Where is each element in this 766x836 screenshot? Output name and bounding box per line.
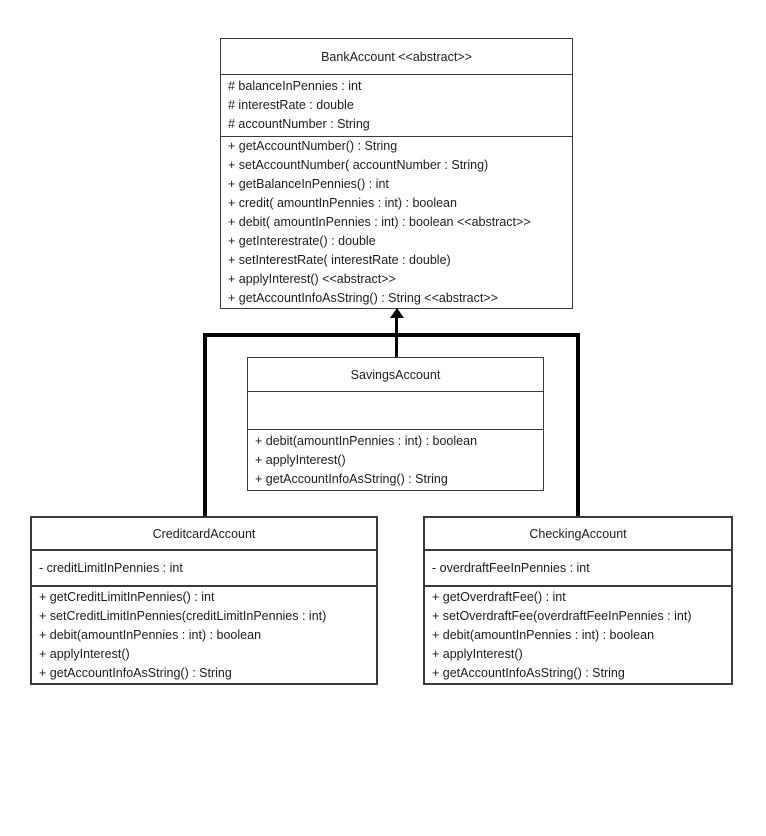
class-box-checkingaccount: CheckingAccount - overdraftFeeInPennies … (423, 516, 733, 685)
member-line: + getBalanceInPennies() : int (228, 177, 389, 191)
member-line: + getAccountInfoAsString() : String (39, 665, 232, 680)
member-line: + debit(amountInPennies : int) : boolean (39, 627, 262, 642)
class-box-savingsaccount: SavingsAccount + debit(amountInPennies :… (247, 357, 544, 491)
member-line: + getOverdraftFee() : int (432, 589, 566, 604)
member-line: + applyInterest() (39, 646, 130, 661)
class-title: CreditcardAccount (32, 518, 376, 551)
connector-left-leg (203, 333, 207, 516)
member-line: + setAccountNumber( accountNumber : Stri… (228, 158, 489, 172)
inheritance-arrowhead-icon (390, 308, 404, 318)
member-line: - overdraftFeeInPennies : int (432, 560, 590, 575)
class-title: BankAccount <<abstract>> (221, 39, 572, 75)
member-line: + debit(amountInPennies : int) : boolean (255, 433, 478, 448)
inheritance-arrow-stem (395, 317, 398, 357)
class-attributes (248, 392, 543, 430)
member-line: + getAccountInfoAsString() : String <<ab… (228, 291, 498, 305)
member-line: + debit(amountInPennies : int) : boolean (432, 627, 655, 642)
class-attributes: - overdraftFeeInPennies : int (425, 551, 731, 587)
connector-right-leg (576, 333, 580, 516)
member-line: + setInterestRate( interestRate : double… (228, 253, 451, 267)
member-line: # accountNumber : String (228, 117, 370, 131)
class-methods: + getOverdraftFee() : int + setOverdraftF… (425, 587, 731, 683)
member-line: + getInterestrate() : double (228, 234, 376, 248)
class-attributes: - creditLimitInPennies : int (32, 551, 376, 587)
member-line: + getAccountInfoAsString() : String (255, 471, 448, 486)
member-line: + getAccountInfoAsString() : String (432, 665, 625, 680)
class-methods: + debit(amountInPennies : int) : boolean… (248, 430, 543, 490)
class-methods: + getAccountNumber() : String + setAccoun… (221, 137, 572, 308)
connector-horizontal-bar (203, 333, 580, 337)
member-line: + setCreditLimitInPennies(creditLimitInP… (39, 608, 327, 623)
member-line: # balanceInPennies : int (228, 79, 362, 93)
member-line: + applyInterest() <<abstract>> (228, 272, 396, 286)
member-line: + setOverdraftFee(overdraftFeeInPennies … (432, 608, 692, 623)
class-methods: + getCreditLimitInPennies() : int + setCr… (32, 587, 376, 683)
class-title: CheckingAccount (425, 518, 731, 551)
class-title: SavingsAccount (248, 358, 543, 392)
member-line: + getAccountNumber() : String (228, 139, 398, 153)
class-box-bankaccount: BankAccount <<abstract>> # balanceInPenn… (220, 38, 573, 309)
member-line: + credit( amountInPennies : int) : boole… (228, 196, 457, 210)
member-line: + applyInterest() (432, 646, 523, 661)
member-line: - creditLimitInPennies : int (39, 560, 183, 575)
class-box-creditcardaccount: CreditcardAccount - creditLimitInPennies… (30, 516, 378, 685)
member-line: + debit( amountInPennies : int) : boolea… (228, 215, 531, 229)
class-attributes: # balanceInPennies : int # interestRate :… (221, 75, 572, 137)
member-line: + applyInterest() (255, 452, 346, 467)
member-line: # interestRate : double (228, 98, 354, 112)
member-line: + getCreditLimitInPennies() : int (39, 589, 215, 604)
